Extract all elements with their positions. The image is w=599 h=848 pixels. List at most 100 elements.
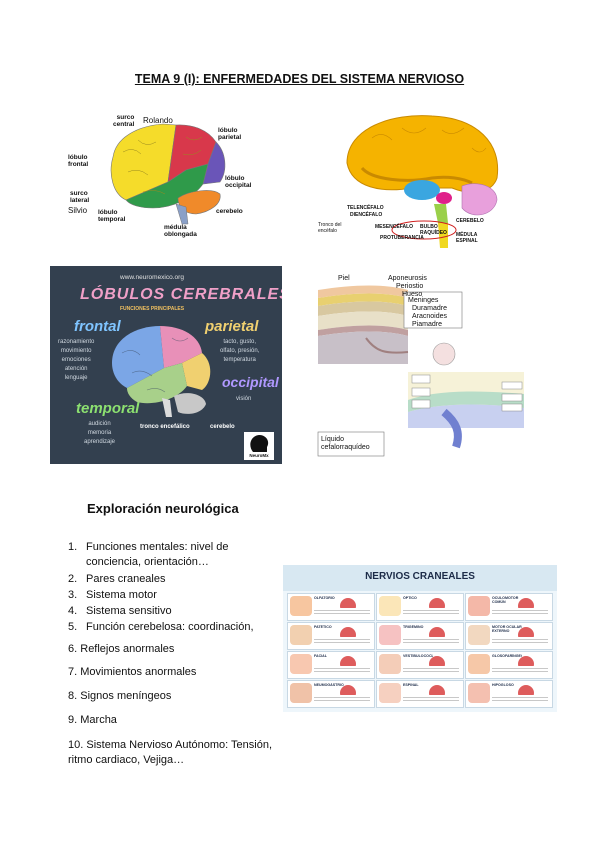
list-item: 5.Función cerebelosa: coordinación, [68, 620, 254, 635]
label-piel: Piel [338, 275, 350, 282]
list-item: 9. Marcha [68, 713, 117, 728]
list-item-number: 6. [68, 643, 78, 655]
list-item-number: 1. [68, 541, 78, 553]
poster-tronco: tronco encefálico [140, 424, 190, 430]
poster-temporal: temporal [76, 400, 140, 417]
neuromx-logo: NeuroMx [244, 432, 274, 460]
poster-frontal: frontal [74, 318, 121, 335]
list-item: 7. Movimientos anormales [68, 665, 196, 680]
nerve-illustration-icon [379, 596, 401, 616]
nerve-illustration-icon [379, 683, 401, 703]
meninges-illustration [317, 285, 524, 457]
infographic-header [283, 565, 557, 591]
nerve-description-lines [492, 637, 548, 645]
nerve-tile: NEUMOGÁSTRICO [287, 680, 375, 708]
list-item: 6. Reflejos anormales [68, 642, 174, 657]
label-meninges: Meninges [408, 297, 439, 304]
nerve-description-lines [492, 608, 548, 616]
list-item-number: 7. [68, 666, 78, 678]
poster-temporal-items: audición memoria aprendizaje [84, 421, 116, 445]
head-silhouette-icon [250, 435, 269, 452]
brain-lobes-illustration [110, 123, 226, 225]
poster-occipital: occipital [222, 374, 279, 390]
page-title: TEMA 9 (I): ENFERMEDADES DEL SISTEMA NER… [0, 72, 599, 86]
list-item-number: 2. [68, 573, 78, 585]
nerve-name: FACIAL [314, 654, 327, 658]
nerve-illustration-icon [290, 625, 312, 645]
nerve-tile: PATÉTICO [287, 622, 375, 650]
brain-lobes-diagram: surco central Rolando lóbulo parietal ló… [68, 112, 264, 247]
label-piamadre: Piamadre [412, 321, 442, 328]
infographic-title: NERVIOS CRANEALES [365, 571, 475, 582]
list-item-number: 3. [68, 589, 78, 601]
nerve-tile: HIPOGLOSO [465, 680, 553, 708]
nerve-name: GLOSOFARÍNGEO [492, 654, 522, 658]
nerve-tile: TRIGÉMINO [376, 622, 464, 650]
nerve-tile: FACIAL [287, 651, 375, 679]
nerve-name: MOTOR OCULAR EXTERNO [492, 625, 522, 633]
page-title-text: TEMA 9 (I): ENFERMEDADES DEL SISTEMA NER… [134, 72, 465, 86]
list-item: 2. Pares craneales [68, 572, 166, 587]
label-silvio: Silvio [68, 206, 88, 215]
label-protuberancia: PROTUBERANCIA [380, 235, 424, 241]
nerve-name: NEUMOGÁSTRICO [314, 683, 344, 687]
nerve-name: OCULOMOTOR COMÚN [492, 596, 519, 604]
nerve-description-lines [403, 666, 459, 674]
label-periostio: Periostio [396, 283, 424, 290]
list-item-number: 10. [68, 739, 84, 751]
label-aponeurosis: Aponeurosis [388, 275, 427, 282]
label-cerebelo-2: CEREBELO [456, 218, 484, 224]
lobulos-cerebrales-poster: www.neuromexico.org LÓBULOS CEREBRALES F… [50, 266, 282, 464]
nerve-name: PATÉTICO [314, 625, 332, 629]
label-diencefalo: DIENCÉFALO [350, 212, 383, 218]
nerve-illustration-icon [468, 654, 490, 674]
nerve-description-lines [314, 666, 370, 674]
label-rolando: Rolando [143, 116, 173, 125]
list-item: 4.Sistema sensitivo [68, 604, 172, 619]
nerve-illustration-icon [468, 625, 490, 645]
poster-frontal-items: razonamiento movimiento emociones atenci… [58, 339, 95, 381]
nerve-description-lines [492, 695, 548, 703]
poster-occipital-items: visión [236, 396, 252, 402]
nerve-name: VESTIBULOCOCLEAR [403, 654, 433, 658]
label-lobulo-frontal: lóbulo frontal [68, 154, 89, 168]
nerve-illustration-icon [468, 596, 490, 616]
nerve-tile: VESTIBULOCOCLEAR [376, 651, 464, 679]
nerve-tile: GLOSOFARÍNGEO [465, 651, 553, 679]
list-item: 3. Sistema motor [68, 588, 157, 603]
label-lobulo-occipital: lóbulo occipital [225, 175, 252, 189]
nerve-description-lines [314, 637, 370, 645]
nerve-name: ESPINAL [403, 683, 419, 687]
list-item-text: Pares craneales [86, 573, 166, 585]
label-aracnoides: Aracnoides [412, 313, 448, 320]
label-surco-central: surco central [113, 114, 135, 128]
label-surco-lateral: surco lateral [70, 190, 90, 204]
label-tronco: Tronco del encéfalo [318, 222, 342, 234]
label-medula-oblongada: médula oblongada [164, 224, 197, 238]
list-item-text: Movimientos anormales [80, 666, 197, 678]
nerve-tile: OLFATORIO [287, 593, 375, 621]
nerve-name: OLFATORIO [314, 596, 335, 600]
poster-cerebelo: cerebelo [210, 424, 235, 430]
nerve-description-lines [492, 666, 548, 674]
poster-brain-illustration [112, 326, 211, 417]
brain-sagittal-illustration [346, 115, 499, 248]
list-item-text: Reflejos anormales [80, 643, 175, 655]
poster-title: LÓBULOS CEREBRALES [80, 286, 282, 303]
list-item-text: Funciones mentales: nivel de conciencia,… [86, 541, 229, 568]
section-heading: Exploración neurológica [87, 501, 239, 516]
list-item-text: Sistema Nervioso Autónomo: Tensión, ritm… [68, 739, 273, 766]
list-item-text: Sistema motor [86, 589, 157, 601]
list-item-number: 9. [68, 714, 78, 726]
nerve-name: HIPOGLOSO [492, 683, 514, 687]
nerve-illustration-icon [379, 625, 401, 645]
label-mesencefalo: MESENCÉFALO [375, 224, 414, 230]
list-item: 10. Sistema Nervioso Autónomo: Tensión, … [68, 738, 272, 768]
nerve-illustration-icon [290, 654, 312, 674]
poster-subtitle: FUNCIONES PRINCIPALES [120, 306, 185, 312]
neuromx-logo-text: NeuroMx [249, 453, 269, 458]
list-item-text: Marcha [80, 714, 117, 726]
label-duramadre: Duramadre [412, 305, 448, 312]
